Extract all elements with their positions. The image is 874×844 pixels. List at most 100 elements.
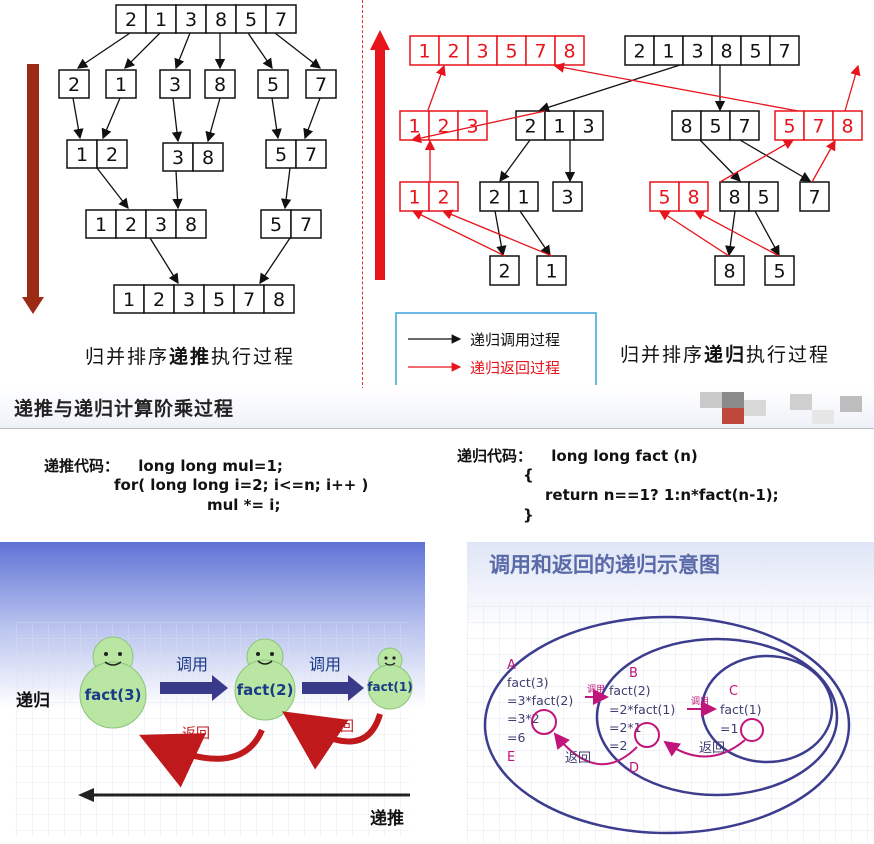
flow-arrow (124, 32, 161, 69)
flow-arrow (494, 210, 507, 257)
row1-cell (305, 69, 337, 99)
row4-cell (233, 284, 265, 314)
row1-digit: 5 (267, 74, 279, 96)
row2c-cell (295, 139, 327, 169)
l1-red-digit: 1 (408, 116, 420, 138)
l1-black-b-digit: 5 (709, 116, 721, 138)
row2b-digit: 8 (202, 147, 214, 169)
flow-arrow (754, 210, 780, 257)
l1-black-a-digit: 2 (524, 116, 536, 138)
top-black-cell (769, 35, 800, 66)
row1-digit: 7 (315, 74, 327, 96)
row1-cell (105, 69, 137, 99)
row0-digit: 5 (245, 9, 257, 31)
return-label-2: 返回 (326, 719, 354, 735)
row1-digit: 3 (169, 74, 181, 96)
row4-digit: 3 (183, 289, 195, 311)
big-down-arrow (27, 64, 39, 299)
flow-arrow (247, 32, 273, 70)
row3a-cell (115, 209, 147, 239)
call-label-2: 调用 (309, 655, 341, 674)
l3-c-cell (714, 255, 745, 286)
top-red-cell (525, 35, 556, 66)
b-line3: =2*1 (609, 720, 642, 735)
flow-arrow (693, 210, 780, 257)
row3a-cell (175, 209, 207, 239)
flow-arrow (171, 97, 183, 143)
l3-a-cell (489, 255, 520, 286)
l1-red-b-digit: 5 (783, 116, 795, 138)
top-red-cell (438, 35, 469, 66)
b-line4: =2 (609, 738, 627, 753)
row2a-cell (66, 139, 98, 169)
flow-arrow (739, 139, 812, 182)
snowman-diagram: fact(3) fact(2) fact(1) 调用 调用 返回 返回 递归 递… (15, 622, 413, 837)
row3a-cell (85, 209, 117, 239)
flow-arrow (274, 32, 322, 69)
row3a-digit: 8 (185, 214, 197, 236)
l2-red-a-cell (399, 181, 430, 212)
return-label-1: 返回 (182, 726, 210, 742)
b-line2: =2*fact(1) (609, 702, 675, 717)
l1-black-b-digit: 8 (680, 116, 692, 138)
fact1-label: fact(1) (367, 680, 413, 694)
legend-box (395, 312, 597, 385)
row2b-digit: 3 (172, 147, 184, 169)
l2-black-a-digit: 2 (488, 187, 500, 209)
l3-b-digit: 1 (545, 261, 557, 283)
top-black-cell (624, 35, 655, 66)
l1-black-b-digit: 7 (738, 116, 750, 138)
label-D: D (629, 761, 639, 776)
row4-digit: 8 (273, 289, 285, 311)
top-black-digit: 8 (720, 41, 732, 63)
l1-red-b-cell (832, 110, 863, 141)
row1-cell (204, 69, 236, 99)
ellipse-title: 调用和返回的递归示意图 (489, 553, 720, 577)
top-black-cell (711, 35, 742, 66)
top-red-digit: 8 (563, 41, 575, 63)
l2-red-a-digit: 1 (408, 187, 420, 209)
flow-arrow (271, 97, 282, 140)
legend-call-text: 递归调用过程 (470, 331, 560, 349)
top-red-cell (554, 35, 585, 66)
flow-arrow (149, 237, 179, 285)
flow-arrow (538, 64, 681, 113)
row0-cell (235, 4, 267, 34)
label-C: C (729, 684, 738, 699)
l2-black-b-digit: 8 (728, 187, 740, 209)
flow-arrow (553, 62, 799, 112)
l2-red-b-digit: 8 (687, 187, 699, 209)
call-small-2: 调用 (691, 696, 709, 707)
flow-arrow (303, 97, 321, 140)
row3a-cell (145, 209, 177, 239)
flow-arrow (174, 32, 191, 70)
top-red-digit: 5 (505, 41, 517, 63)
l1-red-cell (457, 110, 488, 141)
row0-cell (115, 4, 147, 34)
l1-black-a-cell (544, 110, 575, 141)
b-line1: fact(2) (609, 683, 651, 698)
l3-c-digit: 8 (723, 261, 735, 283)
flow-arrow (719, 139, 795, 183)
top-red-digit: 7 (534, 41, 546, 63)
top-black-digit: 7 (778, 41, 790, 63)
row0-digit: 7 (275, 9, 287, 31)
top-black-digit: 3 (691, 41, 703, 63)
row0-digit: 1 (155, 9, 167, 31)
l2-black-a-cell (508, 181, 539, 212)
row2c-cell (265, 139, 297, 169)
fact2-label: fact(2) (237, 681, 294, 699)
l2-red-b-cell (678, 181, 709, 212)
top-red-digit: 3 (476, 41, 488, 63)
row4-digit: 2 (153, 289, 165, 311)
l2-single-3-digit: 3 (561, 187, 573, 209)
flow-arrow (499, 139, 531, 183)
row2a-cell (96, 139, 128, 169)
flow-arrow (811, 139, 836, 183)
l1-black-a-digit: 1 (553, 116, 565, 138)
l3-d-cell (764, 255, 795, 286)
fact3-label: fact(3) (85, 686, 142, 704)
row4-digit: 5 (213, 289, 225, 311)
